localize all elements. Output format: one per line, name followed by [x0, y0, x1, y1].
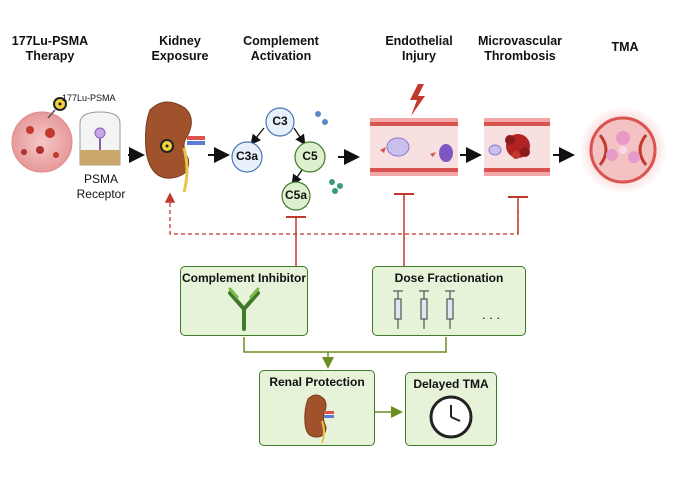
receptor-label-line: Receptor	[76, 187, 126, 201]
ellipsis-label: . . .	[481, 307, 501, 322]
renal-protection-box: Renal Protection	[259, 370, 375, 446]
kidney-small-icon	[304, 394, 334, 444]
complement-cascade	[231, 107, 343, 211]
stage-title-line: Complement	[243, 34, 319, 48]
feedback-dashed-arrow	[164, 192, 519, 235]
stage-title-line: Activation	[250, 49, 312, 63]
lightning-bolt-icon	[410, 84, 425, 116]
c5a-node	[281, 181, 311, 211]
delayed-tma-box: Delayed TMA	[405, 372, 497, 446]
blood-vessel-thrombosis-icon	[484, 118, 550, 176]
receptor-label-line: PSMA	[83, 172, 118, 186]
stage-title-line: Thrombosis	[484, 49, 556, 63]
stage-title-tma: TMA	[611, 40, 639, 54]
stage-title-endothelial: Endothelial Injury	[374, 34, 464, 64]
complement-inhibitor-box: Complement Inhibitor	[180, 266, 308, 336]
c3-node	[265, 107, 295, 137]
dose-fractionation-title: Dose Fractionation	[394, 271, 504, 285]
tumor-cell-icon	[11, 111, 73, 173]
c5-label: C5	[302, 149, 318, 163]
complement-inhibitor-title: Complement Inhibitor	[182, 271, 306, 285]
stage-title-line: Microvascular	[477, 34, 563, 48]
merge-connector	[243, 337, 447, 353]
c3a-label: C3a	[235, 149, 258, 163]
radiation-symbol-icon	[47, 97, 67, 119]
c3-label: C3	[272, 114, 288, 128]
delayed-tma-title: Delayed TMA	[413, 377, 489, 391]
stage-title-line: Kidney	[159, 34, 201, 48]
stage-title-line: 177Lu-PSMA	[11, 34, 89, 48]
c3a-node	[231, 141, 263, 173]
stage-title-therapy: 177Lu-PSMA Therapy	[0, 34, 100, 64]
stage-title-line: Endothelial	[385, 34, 453, 48]
syringes-icon	[393, 290, 455, 329]
drug-tag-label: 177Lu-PSMA	[62, 93, 116, 103]
clock-icon	[429, 395, 473, 439]
stage-title-microvascular: Microvascular Thrombosis	[468, 34, 572, 64]
dose-fractionation-box: Dose Fractionation . . .	[372, 266, 526, 336]
psma-receptor-label: PSMA Receptor	[66, 172, 136, 202]
stage-title-line: Exposure	[151, 49, 209, 63]
psma-receptor-icon	[79, 111, 121, 166]
kidney-icon	[145, 101, 205, 193]
stage-title-kidney: Kidney Exposure	[140, 34, 220, 64]
stage-title-complement: Complement Activation	[236, 34, 326, 64]
stage-title-line: Injury	[401, 49, 437, 63]
antibody-icon	[228, 287, 260, 331]
c5-node	[294, 141, 326, 173]
blood-vessel-endothelial-icon	[370, 118, 458, 176]
renal-protection-title: Renal Protection	[269, 375, 365, 389]
tma-kidney-section-icon	[579, 106, 667, 194]
c5a-label: C5a	[284, 188, 307, 202]
stage-title-line: Therapy	[25, 49, 75, 63]
